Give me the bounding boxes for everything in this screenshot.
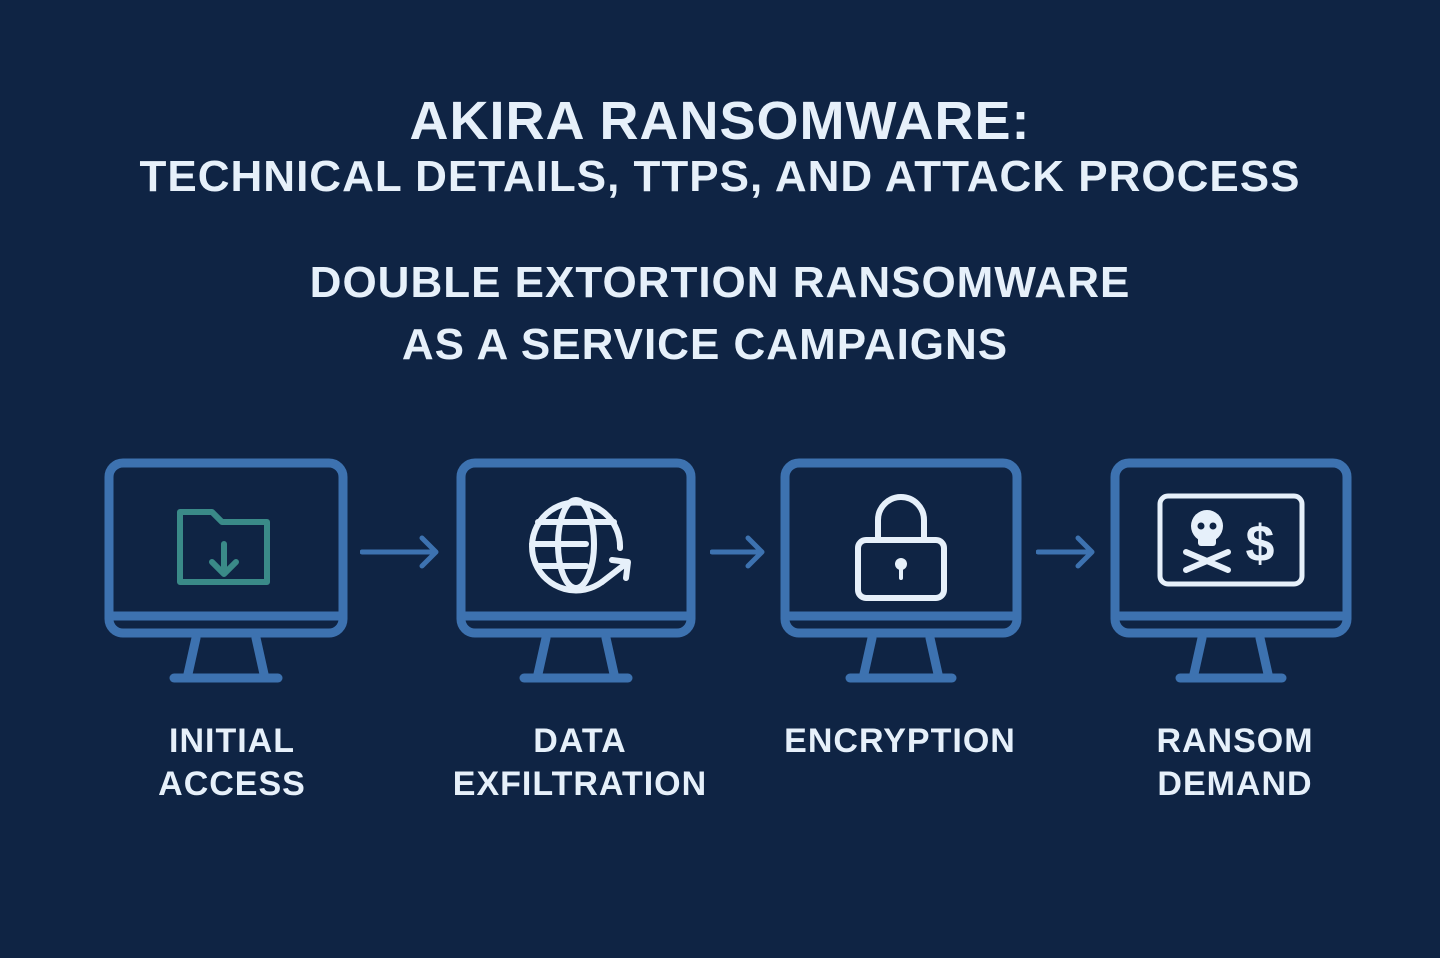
svg-text:$: $	[1246, 515, 1275, 573]
arrow-right-icon	[1036, 535, 1095, 569]
step-encryption	[780, 458, 1022, 686]
label-ransom-demand: RANSOM DEMAND	[1156, 722, 1314, 803]
tagline: DOUBLE EXTORTION RANSOMWARE AS A SERVICE…	[0, 252, 1440, 376]
label-data-exfiltration: DATA EXFILTRATION	[452, 722, 708, 803]
step-ransom-demand: $	[1110, 458, 1352, 686]
tagline-line-1: DOUBLE EXTORTION RANSOMWARE	[309, 258, 1131, 307]
monitor-icon	[104, 458, 348, 683]
step-data-exfiltration	[456, 458, 696, 686]
skull-dollar-icon: $	[1157, 493, 1305, 587]
folder-download-icon	[177, 509, 270, 585]
globe-arrow-icon	[529, 497, 631, 594]
label-initial-access: INITIAL ACCESS	[158, 722, 306, 803]
main-title: AKIRA RANSOMWARE:	[409, 91, 1031, 151]
label-encryption: ENCRYPTION	[784, 722, 1016, 760]
arrow-right-icon	[360, 535, 439, 569]
monitor-icon	[780, 458, 1022, 683]
subtitle: TECHNICAL DETAILS, TTPS, AND ATTACK PROC…	[139, 152, 1301, 201]
step-initial-access	[104, 458, 348, 686]
arrow-right-icon	[710, 535, 765, 569]
tagline-line-2: AS A SERVICE CAMPAIGNS	[401, 320, 1009, 369]
padlock-icon	[855, 494, 947, 601]
monitor-icon: $	[1110, 458, 1352, 683]
monitor-icon	[456, 458, 696, 683]
